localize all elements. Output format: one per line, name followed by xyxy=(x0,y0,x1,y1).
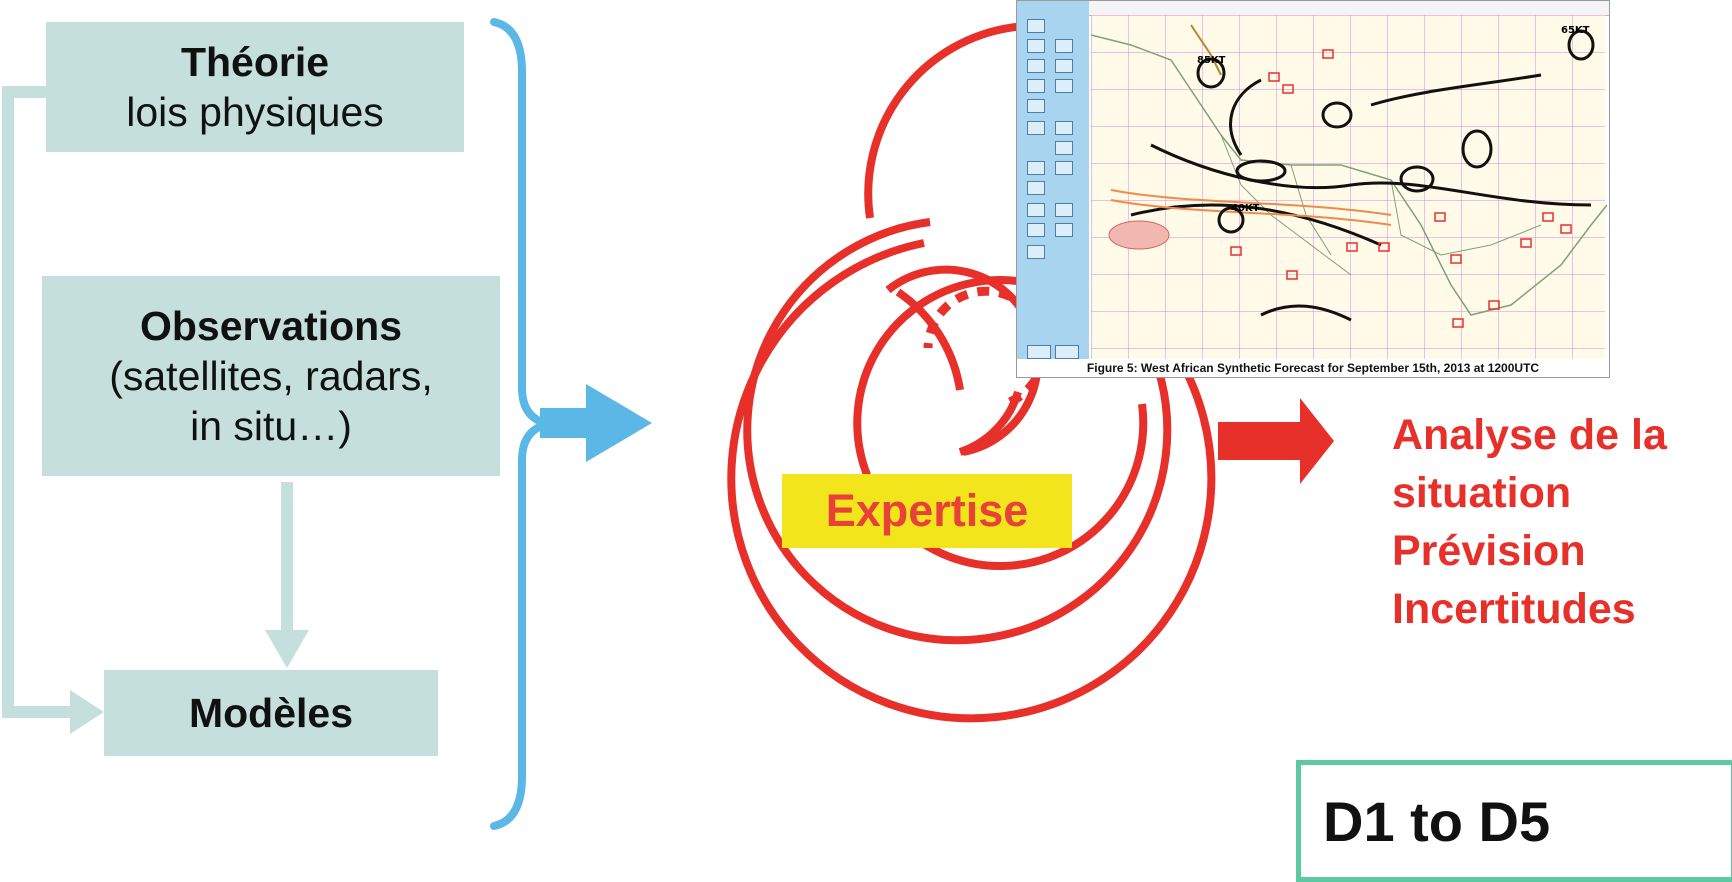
forecast-map: 85KT 40KT 65KT Figure 5: West African Sy… xyxy=(1016,0,1610,378)
theorie-title: Théorie xyxy=(180,38,330,85)
observations-title: Observations xyxy=(139,302,403,349)
outcome-text: Analyse de la situation Prévision Incert… xyxy=(1392,406,1667,638)
expertise-label: Expertise xyxy=(782,474,1072,548)
map-tool-icon xyxy=(1055,39,1073,53)
outcome-line-prevision: Prévision xyxy=(1392,527,1586,575)
map-tool-icon xyxy=(1055,121,1073,135)
theorie-to-modeles-connector xyxy=(2,86,80,718)
map-caption: Figure 5: West African Synthetic Forecas… xyxy=(1017,359,1609,377)
map-tool-icon xyxy=(1027,39,1045,53)
map-tool-icon xyxy=(1027,79,1045,93)
map-tool-icon xyxy=(1027,223,1045,237)
red-arrow xyxy=(1218,398,1334,484)
map-tool-icon xyxy=(1055,223,1073,237)
map-tool-icon xyxy=(1055,161,1073,175)
forecast-range-box: D1 to D5 xyxy=(1296,760,1732,882)
map-tool-icon xyxy=(1055,59,1073,73)
blue-arrow xyxy=(540,384,652,462)
theorie-box: Théorie lois physiques xyxy=(46,22,464,152)
map-tool-icon xyxy=(1027,161,1045,175)
map-tool-icon xyxy=(1027,345,1051,359)
map-wind-label-1: 85KT xyxy=(1197,55,1226,66)
observations-box: Observations (satellites, radars, in sit… xyxy=(42,276,500,476)
modeles-title: Modèles xyxy=(188,689,354,736)
map-tool-icon xyxy=(1027,19,1045,33)
map-tool-icon xyxy=(1027,245,1045,259)
outcome-line-analyse: Analyse de la xyxy=(1392,411,1667,459)
modeles-box: Modèles xyxy=(104,670,438,756)
map-tool-icon xyxy=(1055,203,1073,217)
map-toolbar xyxy=(1017,1,1089,377)
map-tool-icon xyxy=(1027,203,1045,217)
map-tool-icon xyxy=(1027,181,1045,195)
map-tool-icon xyxy=(1027,59,1045,73)
map-features: 85KT 40KT 65KT xyxy=(1090,24,1608,328)
map-wind-label-3: 65KT xyxy=(1561,25,1590,36)
map-canvas: 85KT 40KT 65KT xyxy=(1090,15,1608,363)
observations-line-1: (satellites, radars, xyxy=(109,352,433,399)
map-top-bar xyxy=(1089,1,1609,16)
theorie-subtitle: lois physiques xyxy=(126,89,384,135)
map-wind-label-2: 40KT xyxy=(1231,203,1260,214)
grouping-brace xyxy=(490,18,550,830)
connector-arrowhead-down xyxy=(265,630,309,668)
observations-line-2: in situ…) xyxy=(190,403,352,449)
outcome-line-incertitudes: Incertitudes xyxy=(1392,585,1636,633)
forecast-range-label: D1 to D5 xyxy=(1323,789,1551,853)
map-tool-icon xyxy=(1055,141,1073,155)
map-tool-icon xyxy=(1027,99,1045,113)
outcome-line-situation: situation xyxy=(1392,469,1572,517)
map-tool-icon xyxy=(1027,121,1045,135)
map-tool-icon xyxy=(1055,79,1073,93)
map-tool-icon xyxy=(1055,345,1079,359)
connector-arrowhead-modeles xyxy=(70,690,104,734)
